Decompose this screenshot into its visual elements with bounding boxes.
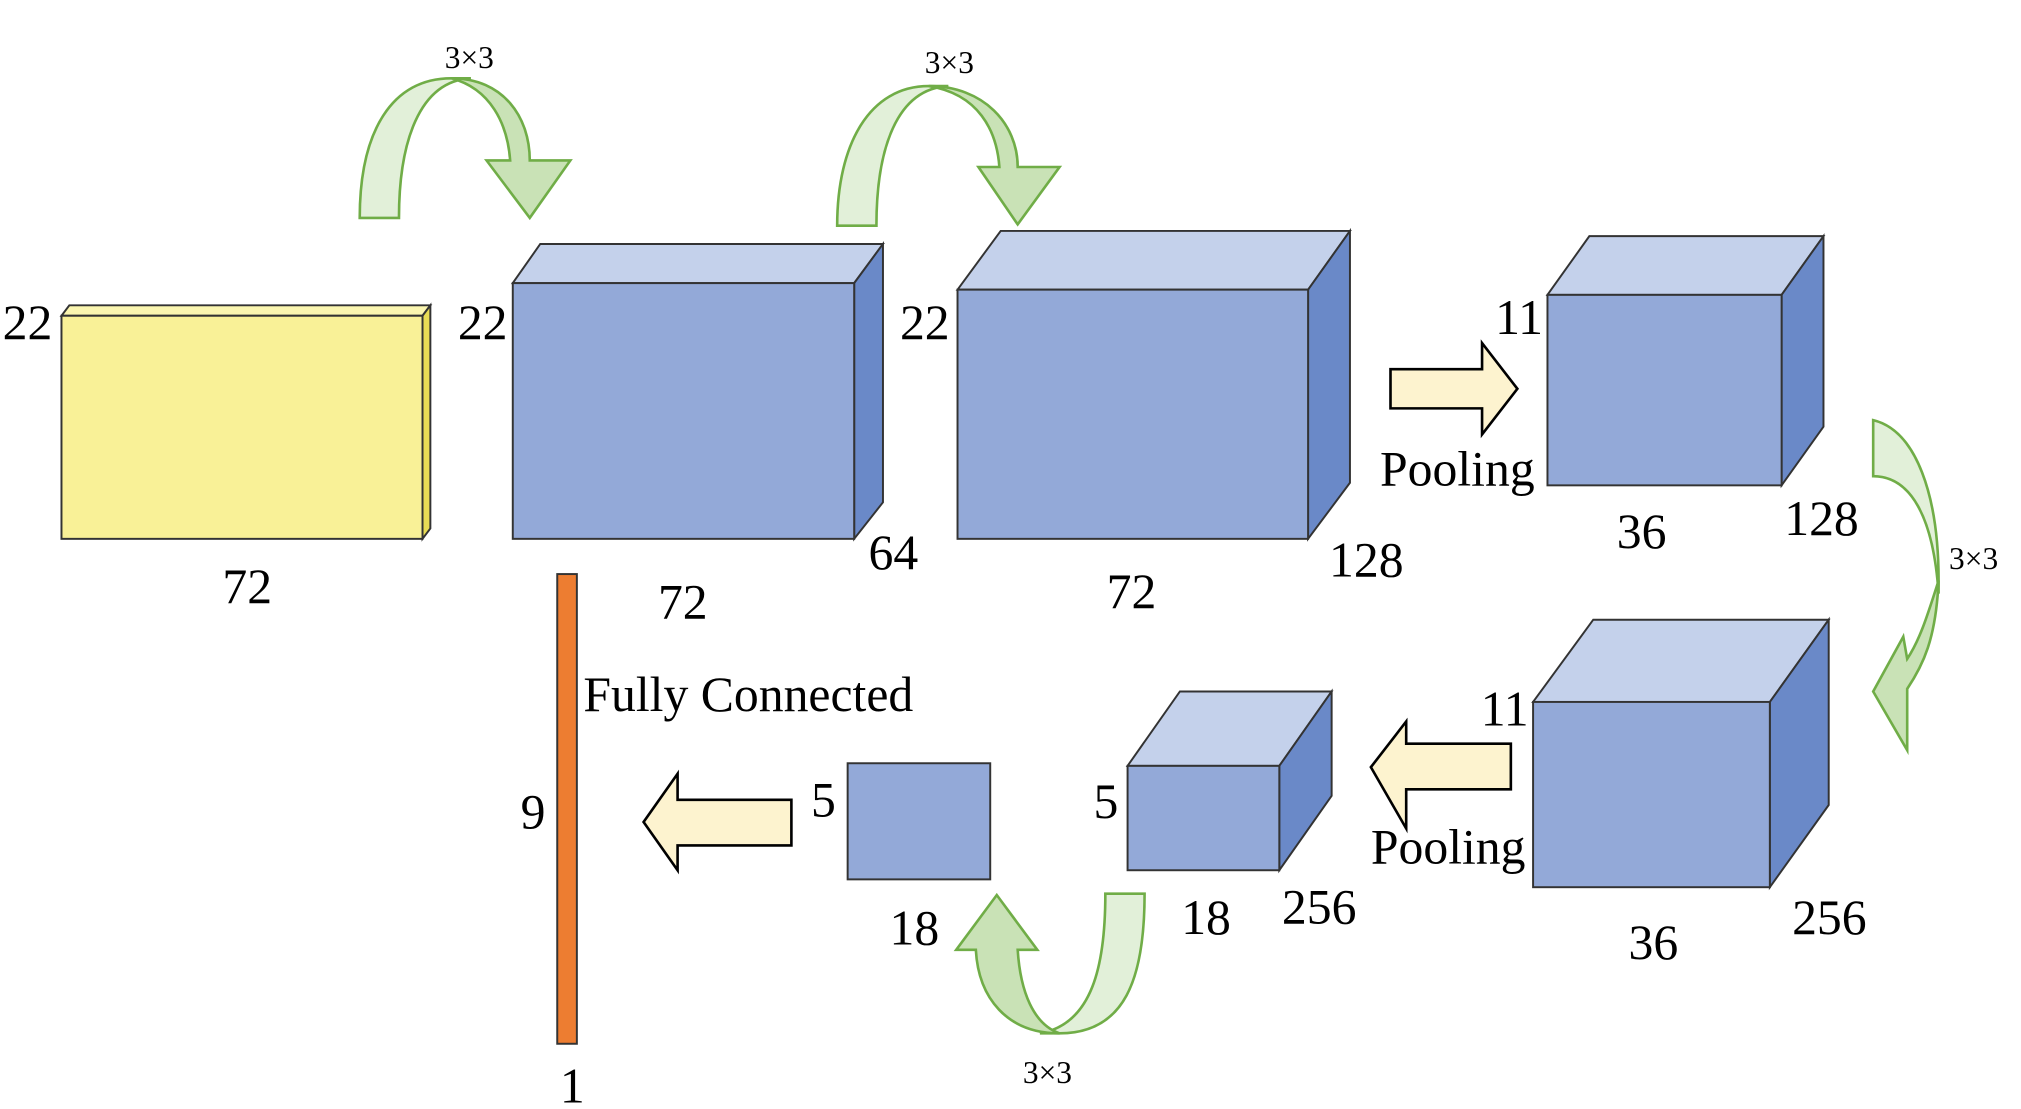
conv3-depth-label: 256 — [1792, 890, 1867, 945]
pool1-depth-label: 128 — [1784, 491, 1859, 546]
conv1-depth-label: 64 — [869, 525, 919, 580]
conv3-block — [1531, 616, 1831, 891]
pool1-height-label: 11 — [1495, 290, 1543, 345]
conv-arrow-2 — [835, 84, 1063, 228]
conv1-height-label: 22 — [458, 295, 508, 350]
fc-label: Fully Connected — [583, 667, 913, 722]
fc-height-label: 9 — [521, 785, 546, 840]
conv3-width-label: 36 — [1629, 915, 1679, 970]
pool2-block — [1125, 688, 1334, 874]
conv1-kernel-label: 3×3 — [445, 40, 494, 75]
conv2-kernel-label: 3×3 — [925, 45, 974, 80]
conv4-width-label: 18 — [890, 901, 940, 956]
input-width-label: 72 — [222, 559, 272, 614]
fc-width-label: 1 — [560, 1059, 585, 1109]
conv2-block — [955, 227, 1352, 542]
conv2-height-label: 22 — [900, 295, 950, 350]
conv-arrow-4 — [953, 892, 1146, 1035]
input-block — [59, 302, 433, 542]
pool1-width-label: 36 — [1617, 504, 1667, 559]
conv3-height-label: 11 — [1481, 681, 1529, 736]
pooling-arrow-1 — [1389, 339, 1520, 439]
conv1-block — [510, 240, 885, 542]
conv1-width-label: 72 — [658, 574, 708, 629]
pool2-height-label: 5 — [1094, 774, 1119, 829]
fully-connected-layer — [556, 573, 578, 1045]
pooling-arrow-2 — [1369, 717, 1513, 834]
pool2-depth-label: 256 — [1282, 880, 1357, 935]
conv4-kernel-label: 3×3 — [1023, 1055, 1072, 1090]
pool1-label: Pooling — [1380, 441, 1535, 496]
conv3-kernel-label: 3×3 — [1949, 541, 1998, 576]
conv-arrow-1 — [358, 76, 573, 221]
conv4-block — [846, 762, 992, 881]
fc-arrow — [641, 769, 793, 875]
conv-arrow-3 — [1871, 418, 1940, 756]
pool2-width-label: 18 — [1181, 890, 1231, 945]
conv2-width-label: 72 — [1107, 564, 1157, 619]
pool2-label: Pooling — [1371, 820, 1526, 875]
conv2-depth-label: 128 — [1329, 533, 1404, 588]
pool1-block — [1545, 233, 1826, 489]
conv4-height-label: 5 — [811, 773, 836, 828]
input-height-label: 22 — [3, 295, 53, 350]
